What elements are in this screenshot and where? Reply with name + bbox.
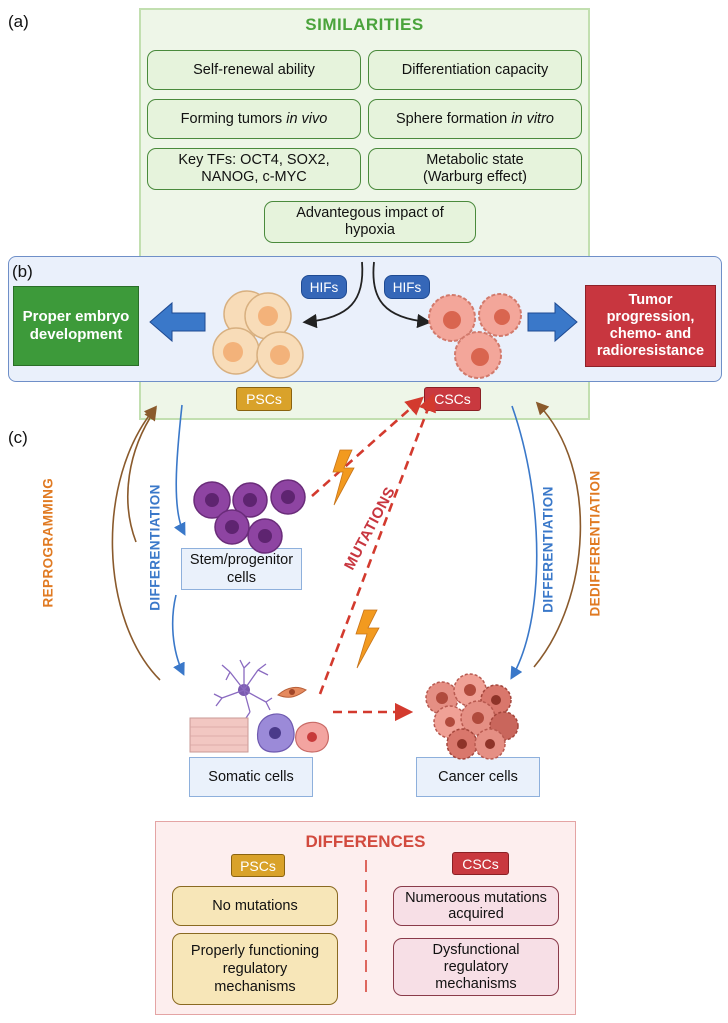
dedifferentiation-label: DEDIFFERENTIATION xyxy=(587,470,603,617)
panel-label-a: (a) xyxy=(8,12,29,31)
similarities-title: SIMILARITIES xyxy=(305,15,424,34)
differentiation-left-arrow-upper xyxy=(173,404,186,536)
mutations-label: MUTATIONS xyxy=(341,484,399,573)
stem-progenitor-cells-icon xyxy=(193,479,306,554)
lightning-icon-upper xyxy=(332,449,355,506)
forming-tumors-text: Forming tumors in vivo xyxy=(180,110,328,127)
metabolic-state-box: Metabolic state(Warburg effect) xyxy=(368,148,582,190)
key-tfs-text: Key TFs: OCT4, SOX2,NANOG, c-MYC xyxy=(178,152,330,185)
lightning-icon-lower xyxy=(355,609,380,669)
cscs-tag: CSCs xyxy=(424,387,481,411)
hifs-left-badge: HIFs xyxy=(301,275,347,299)
mutation-arrow-somatic xyxy=(318,393,436,695)
differentiation-right-label: DIFFERENTIATION xyxy=(540,486,556,613)
diff-cscs-tag: CSCs xyxy=(452,852,509,875)
differentiation-left-arrow-lower xyxy=(171,594,185,676)
cancer-cells-box: Cancer cells xyxy=(416,757,540,797)
no-mutations-text: No mutations xyxy=(212,898,298,914)
somatic-cells-text: Somatic cells xyxy=(208,769,294,785)
diff-pscs-tag: PSCs xyxy=(231,854,285,877)
self-renewal-text: Self-renewal ability xyxy=(193,61,315,78)
key-tfs-box: Key TFs: OCT4, SOX2,NANOG, c-MYC xyxy=(147,148,361,190)
metabolic-state-text: Metabolic state(Warburg effect) xyxy=(423,152,527,185)
somatic-cells-box: Somatic cells xyxy=(189,757,313,797)
differentiation-capacity-box: Differentiation capacity xyxy=(368,50,582,90)
cancer-cells-text: Cancer cells xyxy=(438,769,518,785)
self-renewal-box: Self-renewal ability xyxy=(147,50,361,90)
pscs-tag: PSCs xyxy=(236,387,292,411)
somatic-cells-icon xyxy=(189,659,329,753)
sphere-formation-text: Sphere formation in vitro xyxy=(396,110,554,127)
cancer-cells-cluster-icon xyxy=(425,673,519,760)
forming-tumors-box: Forming tumors in vivo xyxy=(147,99,361,139)
differentiation-capacity-text: Differentiation capacity xyxy=(401,61,549,78)
sphere-formation-box: Sphere formation in vitro xyxy=(368,99,582,139)
no-mutations-box: No mutations xyxy=(172,886,338,926)
differentiation-left-label: DIFFERENTIATION xyxy=(147,484,163,611)
reprogramming-label: REPROGRAMMING xyxy=(40,477,56,608)
panel-label-b: (b) xyxy=(12,262,33,281)
hifs-right-badge: HIFs xyxy=(384,275,430,299)
panel-label-c: (c) xyxy=(8,428,28,447)
differentiation-right-arrow xyxy=(510,405,538,680)
differences-title: DIFFERENCES xyxy=(305,832,426,851)
